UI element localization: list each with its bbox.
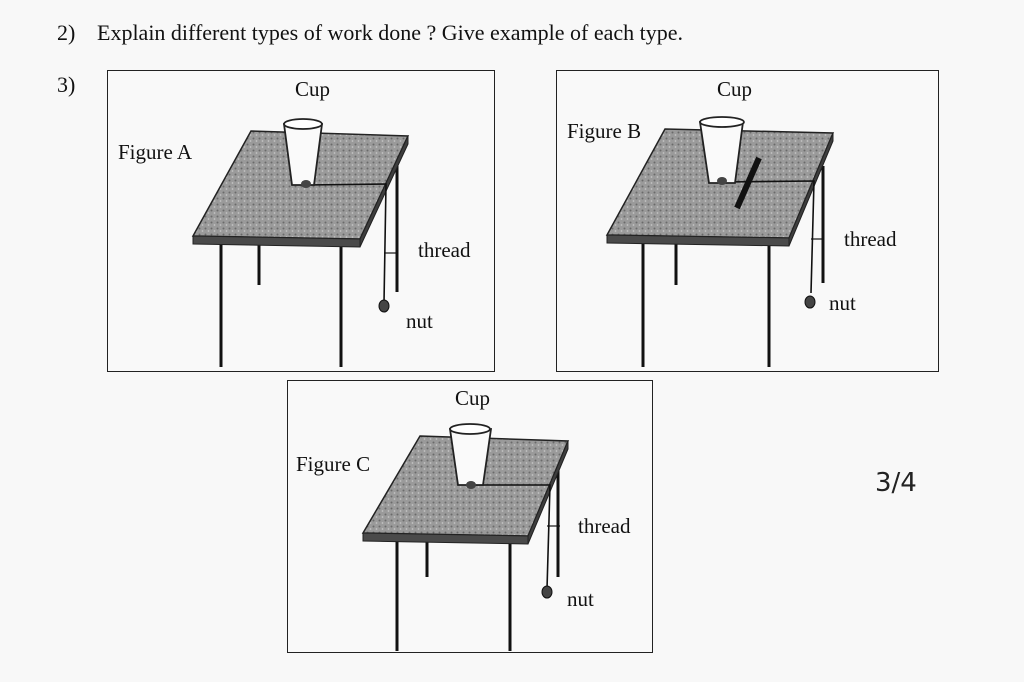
thread-label: thread	[844, 227, 897, 251]
figure-title: Figure B	[567, 119, 642, 143]
cup-body	[448, 428, 493, 486]
cup-nut-knot	[717, 177, 727, 185]
cup-rim	[283, 118, 323, 130]
question-2-text: Explain different types of work done ? G…	[97, 20, 684, 45]
cup-label: Cup	[295, 77, 331, 101]
figure-c-panel: Cup Figure C thread nut	[287, 380, 653, 653]
cup-nut-knot	[301, 180, 311, 188]
cup-nut-knot	[466, 481, 476, 489]
figure-title: Figure C	[296, 452, 371, 476]
figure-b-panel: Cup Figure B thread nut	[556, 70, 939, 372]
page-indicator: 3/4	[875, 468, 917, 498]
figure-a-illustration	[191, 118, 410, 367]
nut-label: nut	[406, 309, 433, 333]
figure-b-illustration	[605, 116, 835, 367]
nut-label: nut	[567, 587, 594, 611]
table-side-edge	[527, 440, 569, 545]
figure-a-panel: Cup Figure A thread nut	[107, 70, 495, 372]
thread-label: thread	[578, 514, 631, 538]
nut-weight	[804, 295, 816, 309]
thread-line	[722, 180, 815, 294]
cup-label: Cup	[717, 77, 753, 101]
nut-weight	[541, 585, 553, 599]
nut-weight	[378, 299, 390, 313]
cup-rim	[699, 116, 745, 128]
question-3-number: 3)	[57, 72, 76, 97]
table-side-edge	[788, 132, 834, 247]
figure-title: Figure A	[118, 140, 193, 164]
thread-line	[471, 484, 551, 590]
question-2-number: 2)	[57, 20, 76, 45]
thread-line	[304, 183, 387, 304]
nut-label: nut	[829, 291, 856, 315]
cup-rim	[449, 423, 491, 435]
cup-label: Cup	[455, 386, 491, 410]
barrier-stick	[734, 156, 762, 210]
table-side-edge	[359, 135, 409, 248]
figure-c-illustration	[361, 423, 570, 651]
thread-label: thread	[418, 238, 471, 262]
